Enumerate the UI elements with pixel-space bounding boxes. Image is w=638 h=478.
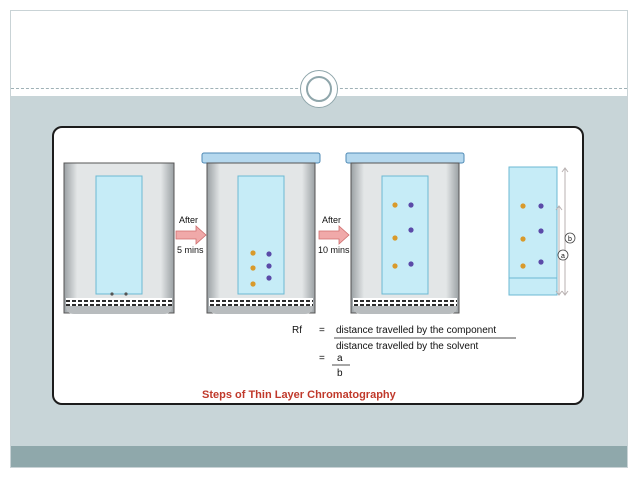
arrow-1-top-label: After <box>179 215 198 225</box>
spot-orange <box>520 203 526 209</box>
footer-band <box>11 446 627 467</box>
spot-orange <box>250 281 256 287</box>
tlc-diagram: After 5 mins After <box>52 126 584 405</box>
spot-purple <box>538 203 544 209</box>
spot-purple <box>266 263 272 269</box>
spot-purple <box>266 251 272 257</box>
formula-lhs: Rf <box>292 325 302 336</box>
developed-plate: b a <box>508 166 576 296</box>
chamber-3 <box>345 152 465 314</box>
rf-formula: Rf = distance travelled by the component… <box>292 325 516 379</box>
silica-band-3 <box>353 298 457 306</box>
arrow-1: After 5 mins <box>175 215 207 255</box>
spot-purple <box>266 275 272 281</box>
measure-b-label: b <box>568 236 572 243</box>
tlc-plate-2 <box>237 175 285 295</box>
arrow-1-bottom-label: 5 mins <box>177 245 204 255</box>
formula-equals: = <box>319 325 325 336</box>
silica-band-1 <box>66 298 172 306</box>
right-arrow-icon <box>318 225 350 245</box>
silica-band-2 <box>209 298 313 306</box>
chamber-2 <box>201 152 321 314</box>
chamber-lid-3 <box>345 152 465 164</box>
spot-orange <box>392 202 398 208</box>
arrow-2-top-label: After <box>322 215 341 225</box>
spot-purple <box>538 259 544 265</box>
arrow-2-bottom-label: 10 mins <box>318 245 350 255</box>
formula-numerator: distance travelled by the component <box>336 325 496 336</box>
tlc-svg: After 5 mins After <box>63 152 576 401</box>
formula-num-a: a <box>337 353 343 364</box>
formula-denominator: distance travelled by the solvent <box>336 341 479 352</box>
spot-orange <box>250 265 256 271</box>
spot-purple <box>408 202 414 208</box>
formula-den-b: b <box>337 368 343 379</box>
spot-origin <box>124 292 128 296</box>
measure-a-badge <box>557 249 569 261</box>
spot-orange <box>392 235 398 241</box>
spot-orange <box>392 263 398 269</box>
ornament-inner-circle-icon <box>306 76 332 102</box>
measure-a-label: a <box>561 253 565 260</box>
measure-b-badge <box>564 232 576 244</box>
spot-origin <box>110 292 114 296</box>
arrow-2: After 10 mins <box>318 215 350 255</box>
chamber-lid-2 <box>201 152 321 164</box>
formula-equals-2: = <box>319 353 325 364</box>
chamber-1 <box>63 162 175 314</box>
tlc-plate-4 <box>508 166 558 296</box>
spot-purple <box>408 261 414 267</box>
spot-purple <box>538 228 544 234</box>
spot-orange <box>520 236 526 242</box>
diagram-caption: Steps of Thin Layer Chromatography <box>202 389 397 401</box>
spot-purple <box>408 227 414 233</box>
spot-orange <box>250 250 256 256</box>
slide-frame <box>10 10 628 468</box>
tlc-plate-1 <box>95 175 143 295</box>
spot-orange <box>520 263 526 269</box>
right-arrow-icon <box>175 225 207 245</box>
tlc-plate-3 <box>381 175 429 295</box>
